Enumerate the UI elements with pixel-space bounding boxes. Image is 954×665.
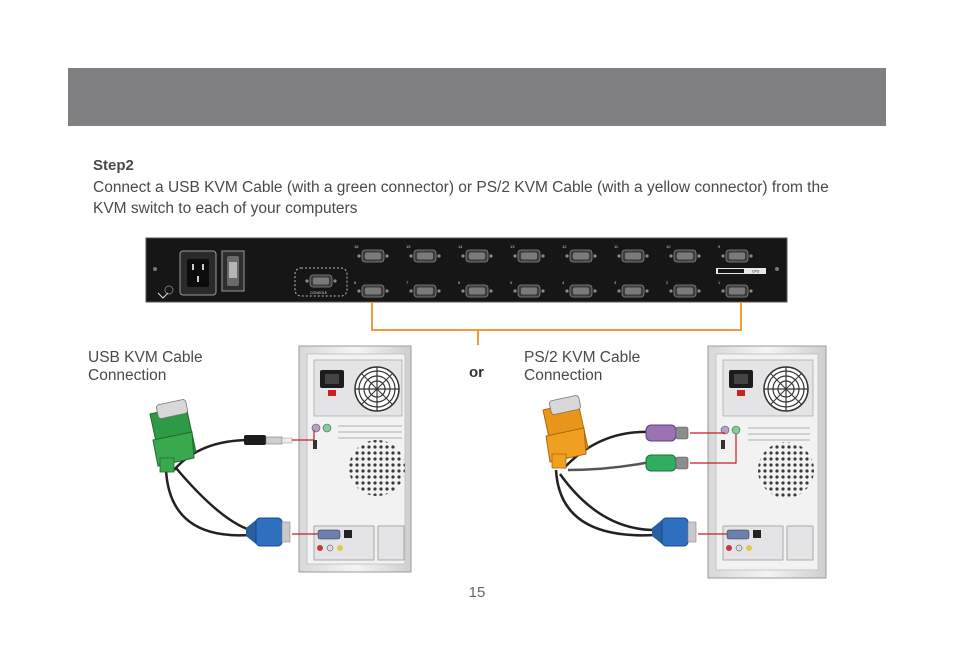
header-bar (68, 68, 886, 126)
kvm-port-6 (460, 284, 494, 298)
kvm-port-12 (564, 249, 598, 263)
port-number: 7 (406, 280, 409, 285)
port-number: 6 (458, 280, 461, 285)
usb-kvm-green-connector (149, 399, 197, 473)
ps2-mouse-plug (645, 454, 689, 472)
port-number: 5 (510, 280, 513, 285)
port-number: 3 (614, 280, 617, 285)
kvm-port-5 (512, 284, 546, 298)
port-number: 15 (406, 244, 411, 249)
kvm-port-13 (512, 249, 546, 263)
ps2-computer-tower (707, 345, 827, 579)
kvm-port-4 (564, 284, 598, 298)
usb-cable-label: USB KVM Cable Connection (88, 349, 248, 385)
kvm-port-16 (356, 249, 390, 263)
console-label: CONSOLE (310, 291, 328, 295)
kvm-port-3 (616, 284, 650, 298)
usb-kvm-cable (149, 399, 318, 547)
kvm-port-9 (720, 249, 754, 263)
port-number: 14 (458, 244, 463, 249)
or-label: or (469, 364, 484, 381)
cpu-label: CPU (752, 270, 760, 274)
kvm-port-11 (616, 249, 650, 263)
kvm-port-15 (408, 249, 442, 263)
port-number: 8 (354, 280, 357, 285)
kvm-port-10 (668, 249, 702, 263)
usb-vga-plug (246, 517, 291, 547)
port-bracket (371, 302, 742, 345)
power-inlet (179, 250, 217, 296)
port-number: 11 (614, 244, 619, 249)
ps2-cable-label: PS/2 KVM Cable Connection (524, 349, 684, 385)
port-number: 4 (562, 280, 565, 285)
kvm-port-2 (668, 284, 702, 298)
port-number: 1 (718, 280, 721, 285)
kvm-port-7 (408, 284, 442, 298)
power-switch (221, 250, 245, 292)
page-number: 15 (468, 584, 486, 601)
ps2-label-line2: Connection (524, 367, 603, 384)
port-number: 2 (666, 280, 669, 285)
port-number: 12 (562, 244, 567, 249)
usb-computer-tower (298, 345, 412, 573)
kvm-port-1 (720, 284, 754, 298)
step-title: Step2 (93, 157, 134, 174)
ps2-kvm-yellow-connector (542, 395, 589, 469)
port-number: 16 (354, 244, 359, 249)
usb-plug (244, 435, 293, 445)
ps2-label-line1: PS/2 KVM Cable (524, 349, 641, 366)
ps2-keyboard-plug (645, 424, 689, 442)
console-port: CONSOLE (294, 267, 348, 297)
kvm-switch-rear-panel: CONSOLE 16 15 14 13 12 11 10 9 8 7 6 5 4… (145, 237, 788, 303)
port-number: 10 (666, 244, 671, 249)
ps2-vga-plug (652, 517, 697, 547)
kvm-ports: 16 15 14 13 12 11 10 9 8 7 6 5 4 3 2 1 (354, 244, 754, 298)
step-instructions: Connect a USB KVM Cable (with a green co… (93, 179, 829, 217)
usb-label-line2: Connection (88, 367, 167, 384)
ps2-kvm-cable (542, 395, 737, 547)
kvm-port-14 (460, 249, 494, 263)
kvm-port-8 (356, 284, 390, 298)
port-number: 9 (718, 244, 721, 249)
usb-label-line1: USB KVM Cable (88, 349, 203, 366)
cpu-label-box: CPU (716, 268, 766, 274)
port-number: 13 (510, 244, 515, 249)
